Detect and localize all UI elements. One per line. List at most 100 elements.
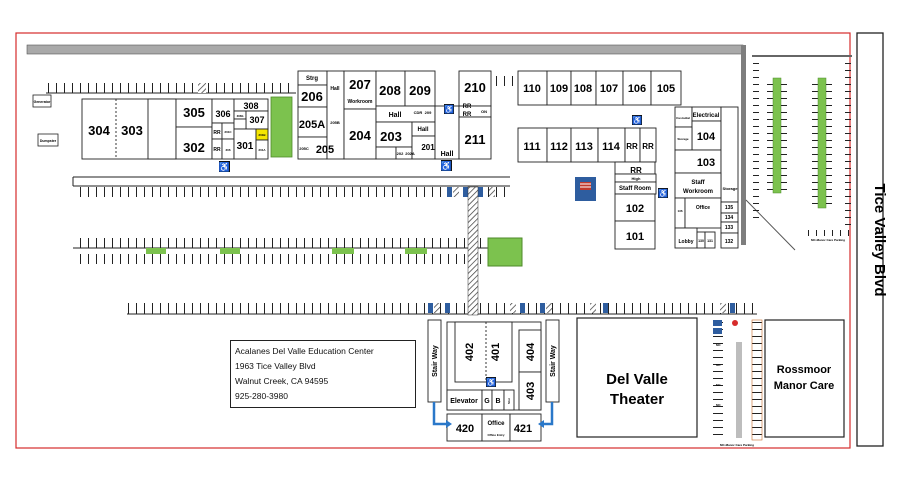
del-valle-theater: [576, 317, 698, 438]
office-label: Office: [696, 205, 710, 211]
restroom: RR: [463, 112, 472, 118]
restroom: RR: [213, 130, 221, 136]
address-line-1: 1963 Tice Valley Blvd: [235, 361, 316, 371]
address-box: Acalanes Del Valle Education Center 1963…: [230, 340, 416, 408]
street-label: Tice Valley Blvd: [871, 183, 888, 296]
accessible-icon: [441, 160, 452, 171]
office-entry-label: Office Entry: [487, 433, 504, 437]
room-205a: 205A: [299, 119, 325, 131]
hall-label: Hall: [330, 86, 340, 92]
room-130: 130: [698, 239, 704, 243]
accessible-icon: [444, 104, 454, 114]
room-114: 114: [602, 141, 621, 153]
room-on: ON: [481, 109, 487, 114]
room-209: 209: [409, 83, 431, 98]
room-308b: 308b: [237, 114, 244, 118]
building-100: [517, 70, 739, 250]
campus-boundary: [15, 32, 851, 449]
generator-box: [32, 94, 52, 108]
staff-room-label: Staff Room: [619, 186, 651, 192]
svg-text:♿: ♿: [219, 161, 230, 172]
rossmoor-label: Rossmoor: [777, 364, 832, 376]
restroom: RR: [642, 142, 654, 151]
restroom: RR: [463, 104, 472, 110]
right-parking-lot: [753, 60, 851, 236]
staff-workroom-label: Staff: [691, 180, 705, 186]
room-131: 131: [707, 239, 713, 243]
school-name: Acalanes Del Valle Education Center: [235, 346, 374, 356]
storage-label: Storage: [723, 186, 739, 191]
storage-label: Storage: [677, 137, 689, 141]
room-113: 113: [575, 141, 593, 153]
elevator-label: Elevator: [450, 398, 478, 405]
top-road: [26, 44, 744, 55]
room-135: 135: [725, 205, 734, 211]
room-308: 308: [243, 101, 258, 111]
room-208: 208: [379, 83, 401, 98]
lobby-label: Lobby: [679, 239, 694, 245]
lawn: [270, 96, 293, 158]
room-108: 108: [574, 83, 592, 95]
room-134: 134: [725, 215, 734, 221]
room-101: 101: [626, 231, 644, 243]
theater-label: Theater: [610, 391, 664, 408]
room-402: 402: [464, 343, 476, 361]
parking-row: [46, 83, 296, 93]
accessible-icon: [632, 115, 642, 125]
building-200: [297, 70, 492, 160]
svg-text:♿: ♿: [486, 377, 496, 387]
manor-care-parking: [713, 319, 763, 441]
building-300: [81, 98, 269, 160]
accessible-icon: [486, 377, 496, 387]
room-210: 210: [464, 80, 486, 95]
room-203: 203: [380, 129, 402, 144]
room-133: 133: [725, 225, 734, 231]
room-301b: 301B: [258, 133, 266, 137]
mc-label: MC: [716, 403, 721, 407]
room-301c: 301C: [224, 130, 232, 134]
room-109: 109: [550, 83, 568, 95]
room-209b: 209: [425, 110, 432, 115]
room-136: 136: [677, 209, 682, 213]
phone-number: 925-280-3980: [235, 391, 288, 401]
hall-label: Hall: [417, 127, 428, 133]
room-111: 111: [523, 141, 540, 153]
room-403: 403: [525, 382, 537, 400]
restroom: RR: [630, 166, 642, 175]
dumpster-box: [37, 133, 59, 147]
room-105: 105: [657, 83, 675, 95]
street-tice-valley: [856, 32, 884, 447]
svg-text:♿: ♿: [658, 188, 668, 198]
room-102: 102: [626, 203, 644, 215]
restroom-boys: B: [495, 398, 500, 405]
accessible-icon: [219, 161, 230, 172]
dumpster-label: Dumpster: [40, 139, 57, 143]
rossmoor-label: Manor Care: [774, 380, 835, 392]
room-112: 112: [550, 141, 568, 153]
parking-lot-row-1: [72, 176, 510, 197]
parking-lot-row-3: [127, 303, 757, 315]
custodial-label: Custodial: [676, 116, 690, 120]
right-lot-edge: [752, 55, 852, 57]
room-cdr: CDR: [414, 110, 423, 115]
accessible-icon: [658, 188, 668, 198]
stairway-label: Stair Way: [432, 345, 439, 377]
mc-label: MC: [716, 363, 721, 367]
room-110: 110: [523, 83, 541, 95]
restroom-girls: G: [484, 398, 490, 405]
storage-label: Stor: [507, 397, 511, 404]
svg-text:♿: ♿: [441, 160, 452, 171]
room-307: 307: [249, 115, 264, 125]
mc-label: MC: [716, 383, 721, 387]
room-106: 106: [628, 83, 646, 95]
room-207: 207: [349, 77, 371, 92]
room-205b: 205B: [330, 120, 340, 125]
room-205c: 205C: [299, 146, 309, 151]
manor-care-parking-label: MC-Manor Care Parking: [720, 443, 754, 447]
room-204: 204: [349, 128, 371, 143]
room-301: 301: [237, 141, 254, 152]
rossmoor-manor-care: [764, 319, 845, 438]
hall-label: Hall: [389, 112, 402, 119]
room-205: 205: [316, 144, 334, 156]
